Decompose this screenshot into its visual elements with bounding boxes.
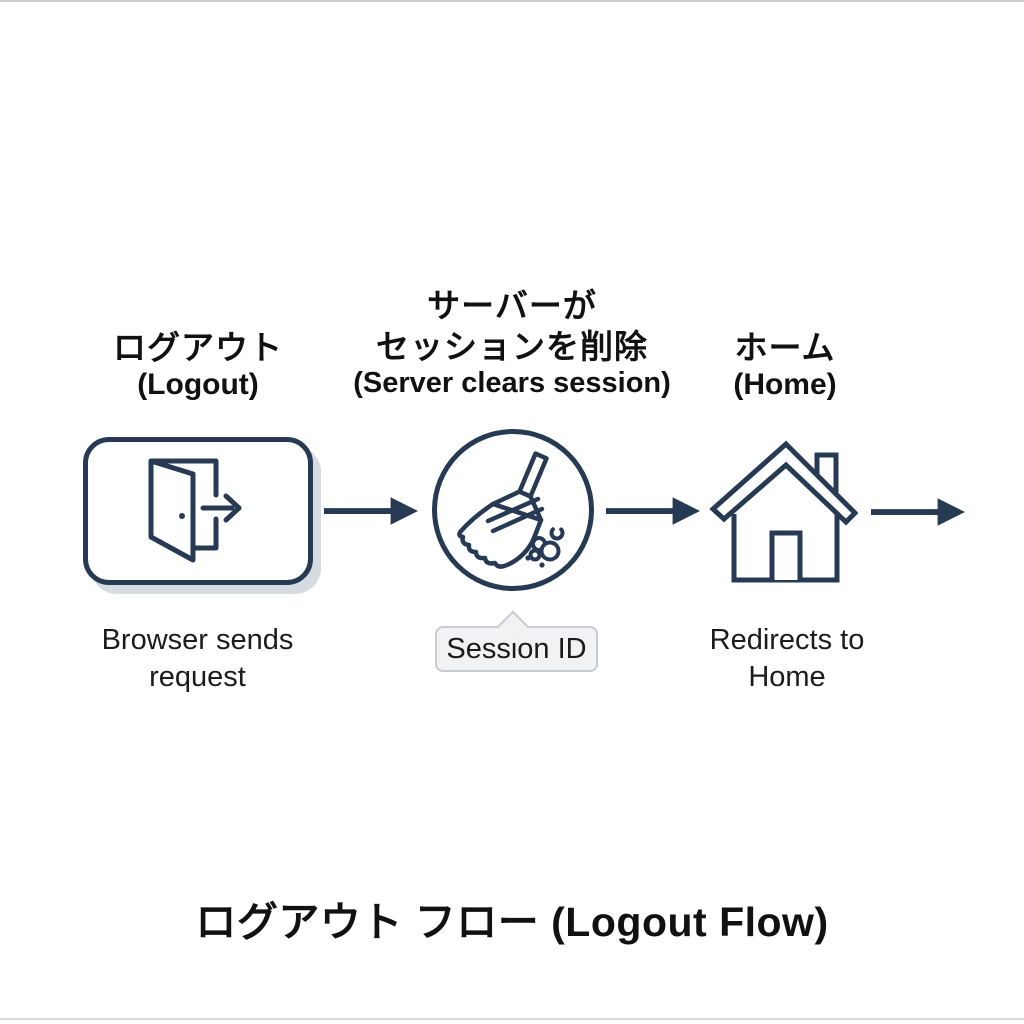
step-2-heading: サーバーが セッションを削除 (Server clears session): [342, 285, 682, 400]
house-icon: [709, 440, 858, 583]
top-edge-line: [0, 0, 1024, 2]
broom-sweep-icon: [432, 429, 594, 591]
step-1-heading-ja: ログアウト: [113, 329, 283, 366]
diagram-title: ログアウト フロー (Logout Flow): [195, 899, 829, 945]
flow-arrow-2-icon: [606, 497, 700, 525]
step-3-caption: Redirects to Home: [709, 624, 865, 693]
bottom-edge-line: [0, 1018, 1024, 1020]
door-exit-icon: [148, 458, 242, 563]
step-2-heading-ja-line1: サーバーが: [427, 287, 597, 324]
flow-arrow-3-icon: [871, 498, 965, 526]
step-2-heading-ja-line2: セッションを削除: [376, 328, 648, 365]
step-1-caption: Browser sends request: [101, 624, 294, 693]
step-3-heading-en: (Home): [733, 368, 837, 401]
step-3-heading-ja: ホーム: [734, 329, 836, 366]
step-1-heading-en: (Logout): [137, 368, 259, 401]
step-3-heading: ホーム (Home): [705, 327, 865, 401]
session-id-label: Session ID: [446, 633, 587, 665]
step-1-heading: ログアウト (Logout): [78, 327, 318, 401]
flow-arrow-1-icon: [324, 497, 418, 525]
step-2-heading-en: (Server clears session): [353, 367, 671, 399]
